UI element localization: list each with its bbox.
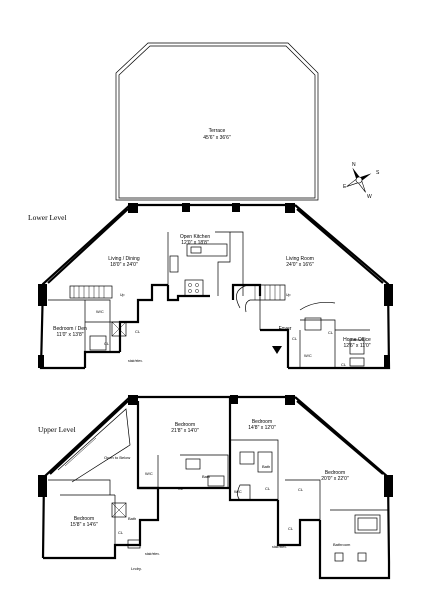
upper-bath-1: Bath <box>202 474 210 479</box>
upper-cl-3: CL <box>118 530 124 535</box>
lower-cl-5: CL <box>341 362 347 367</box>
upper-cl-1: CL <box>178 486 184 491</box>
upper-cl-4: CL <box>288 526 294 531</box>
terrace-dims: 45'6" x 36'6" <box>203 135 231 141</box>
lower-cl-1: CL <box>135 329 141 334</box>
lower-level-walls <box>39 203 391 370</box>
bedroom-upper-right-small-label: Bedroom <box>252 419 272 425</box>
living-dining-label: Living / Dining <box>108 256 140 262</box>
lower-window-columns <box>38 203 393 368</box>
compass-rose-icon <box>346 167 372 193</box>
lower-cl-3: CL <box>292 336 298 341</box>
living-room-label: Living Room <box>286 256 314 262</box>
bedroom-upper-left-label: Bedroom <box>74 516 94 522</box>
bedroom-upper-center-dims: 21'8" x 14'0" <box>171 428 199 434</box>
bedroom-den-label: Bedroom / Den <box>53 326 87 332</box>
upper-window-columns <box>38 395 393 497</box>
compass-n: N <box>352 162 356 168</box>
compass-s: S <box>376 170 380 176</box>
lower-wic-left: W/C <box>96 309 104 314</box>
living-room-dims: 24'0" x 16'6" <box>286 262 314 268</box>
terrace-label: Terrace <box>209 128 226 134</box>
upper-bath-3: Bath <box>128 516 136 521</box>
entry-arrow-icon <box>272 346 282 354</box>
lower-stair-center <box>236 284 286 313</box>
lower-cl-4: CL <box>328 330 334 335</box>
upper-bath-2: Bath <box>262 464 270 469</box>
open-to-below-label: Open to Below <box>104 455 130 460</box>
upper-level-title: Upper Level <box>38 425 76 434</box>
upper-wic-1: W/C <box>145 471 153 476</box>
lower-stair-left <box>69 285 113 299</box>
open-to-below-band <box>57 408 131 483</box>
bedroom-upper-right-label: Bedroom <box>325 470 345 476</box>
upper-cl-2: CL <box>265 486 271 491</box>
bedroom-upper-center-label: Bedroom <box>175 422 195 428</box>
upper-cl-5: CL <box>298 487 304 492</box>
upper-level-walls <box>41 395 391 580</box>
lower-level-title: Lower Level <box>28 213 67 222</box>
foyer-label: Foyer <box>279 326 292 332</box>
upper-stair-elev-right: stair/elev. <box>272 545 287 549</box>
kitchen-dims: 12'0" x 18'8" <box>181 240 209 246</box>
compass-e: E <box>343 184 347 190</box>
lower-wic-right: W/C <box>304 353 312 358</box>
lower-cl-2: CL <box>104 341 110 346</box>
upper-stair-elev-left: stair/elev. <box>145 552 160 556</box>
upper-bathroom: Bathroom <box>333 542 351 547</box>
kitchen-label: Open Kitchen <box>180 234 211 240</box>
lower-up-left: Up <box>120 293 125 297</box>
lower-up-center: Up <box>286 293 291 297</box>
upper-laundry: Lndry. <box>131 566 142 571</box>
home-office-label: Home Office <box>343 337 371 343</box>
living-dining-dims: 18'0" x 24'0" <box>110 262 138 268</box>
terrace-outline <box>115 42 319 201</box>
compass-w: W <box>367 194 372 200</box>
upper-wic-2: W/C <box>234 489 242 494</box>
bedroom-upper-left-dims: 15'8" x 14'6" <box>70 522 98 528</box>
bedroom-upper-right-dims: 20'0" x 22'0" <box>321 476 349 482</box>
bedroom-den-dims: 11'0" x 13'8" <box>56 332 83 338</box>
lower-stair-elev: stair/elev. <box>128 359 143 363</box>
bedroom-upper-right-small-dims: 14'8" x 12'0" <box>248 425 276 431</box>
home-office-dims: 12'6" x 11'0" <box>343 343 370 349</box>
